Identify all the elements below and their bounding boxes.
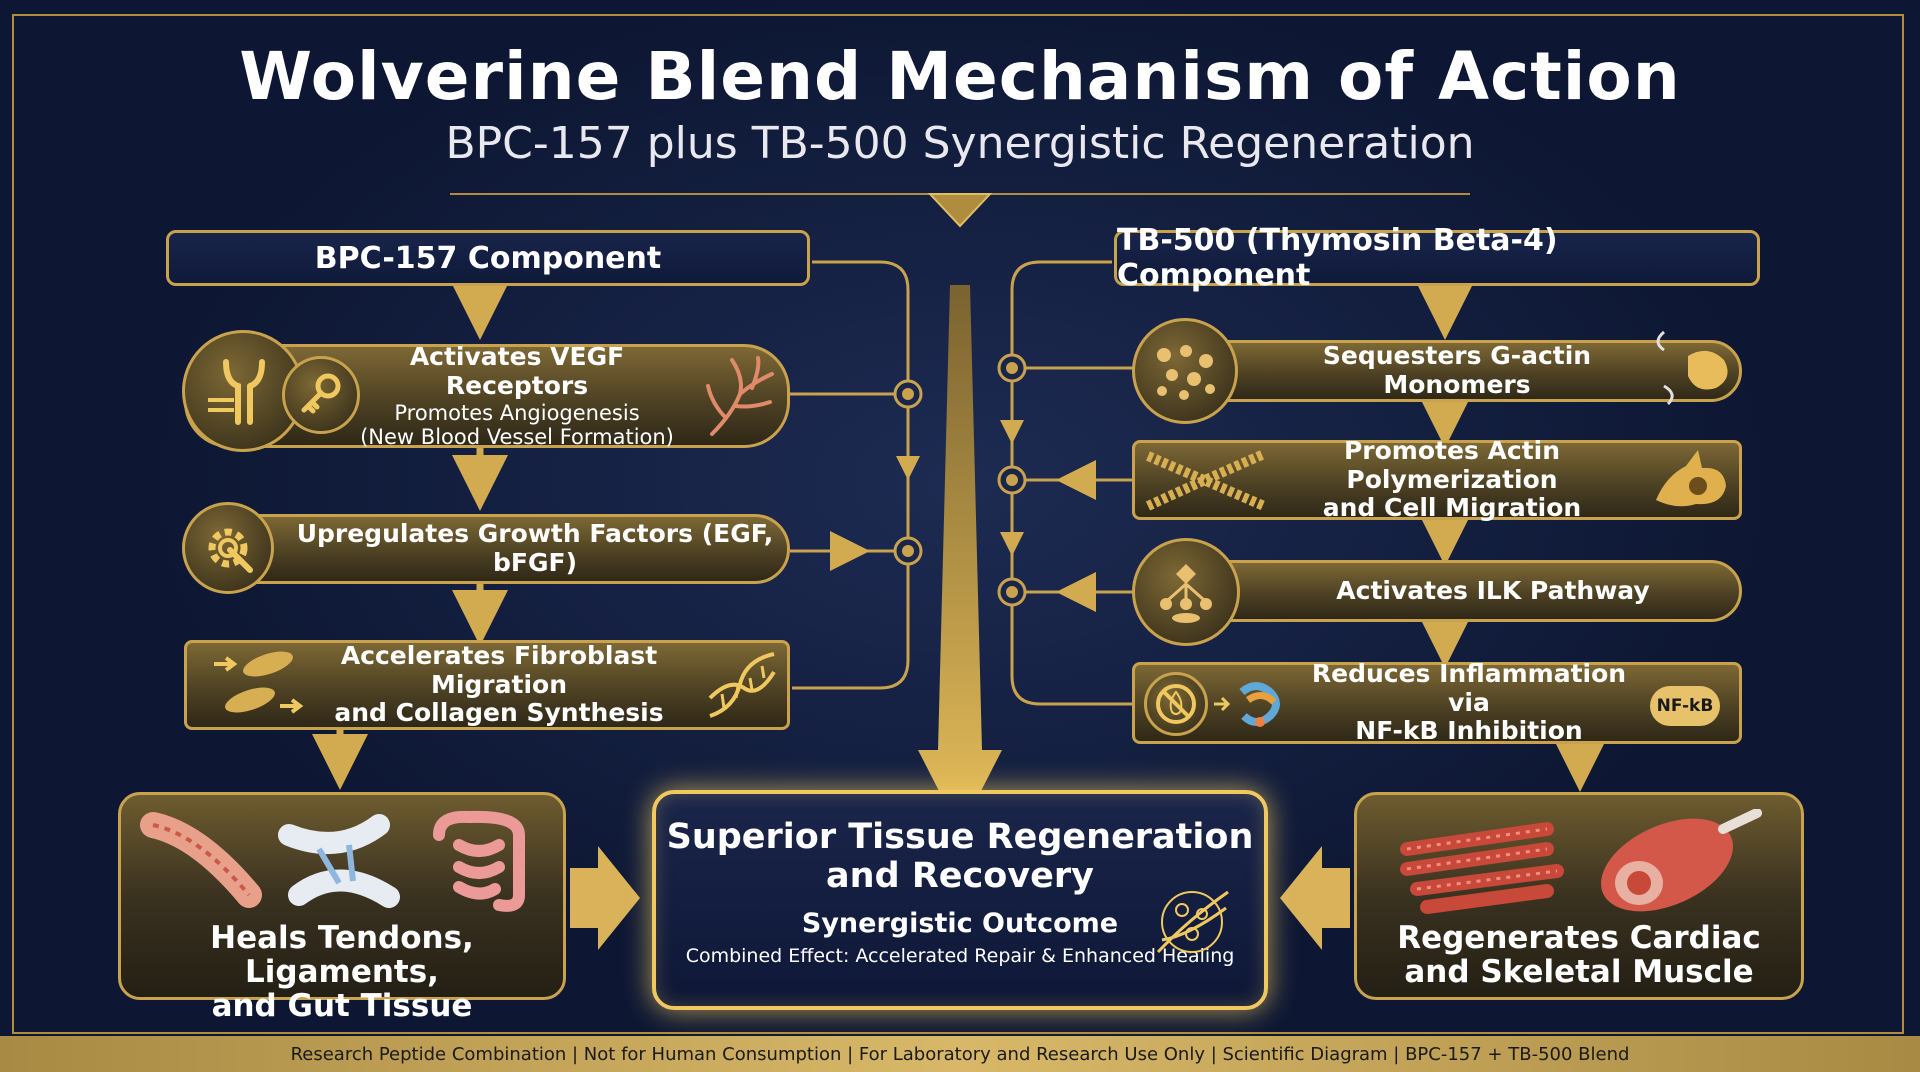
step-title: Reduces Inflammation via xyxy=(1311,658,1627,717)
center-subtitle: Synergistic Outcome xyxy=(801,908,1119,940)
step-reduces-inflammation: Reduces Inflammation via NF-kB Inhibitio… xyxy=(1132,658,1742,746)
right-into-center-arrow xyxy=(1280,846,1350,950)
nf-kb-badge: NF-kB xyxy=(1650,686,1720,726)
key-icon xyxy=(301,373,341,414)
pathway-icon xyxy=(1160,564,1212,623)
step-sequesters-g-actin: Sequesters G-actin Monomers xyxy=(1150,340,1742,402)
outcome-line2: and Gut Tissue xyxy=(211,988,473,1025)
dna-helix-icon xyxy=(708,652,776,718)
central-down-arrow xyxy=(918,285,1002,832)
gear-icon-circle xyxy=(182,502,274,594)
outcome-line1: Regenerates Cardiac xyxy=(1397,920,1761,956)
step-line2: NF-kB Inhibition xyxy=(1355,716,1583,746)
muscle-icon xyxy=(1601,809,1762,912)
step-title: Activates VEGF Receptors xyxy=(409,342,625,400)
tendon-icon xyxy=(140,812,262,908)
center-detail: Combined Effect: Accelerated Repair & En… xyxy=(685,945,1235,968)
key-icon-circle xyxy=(282,356,360,434)
step-title: Upregulates Growth Factors (EGF, bFGF) xyxy=(296,519,774,577)
gear-wrench-icon xyxy=(208,528,253,573)
cell-binding-icon xyxy=(1656,330,1728,406)
step-title: Sequesters G-actin Monomers xyxy=(1322,341,1592,399)
receptor-key-icon xyxy=(208,359,265,425)
actin-icon-circle xyxy=(1132,318,1238,424)
center-title-line1: Superior Tissue Regeneration xyxy=(666,817,1254,857)
step-title: Promotes Actin Polymerization xyxy=(1343,435,1561,494)
fibroblast-icon xyxy=(214,651,304,714)
outcome-regenerates-muscle: Regenerates Cardiac and Skeletal Muscle xyxy=(1354,792,1804,1000)
synergistic-outcome-box: Superior Tissue Regeneration and Recover… xyxy=(652,790,1268,1010)
pathway-icon-circle xyxy=(1132,538,1240,646)
left-into-center-arrow xyxy=(570,846,640,950)
ligament-icon xyxy=(278,814,400,908)
page-subtitle: BPC-157 plus TB-500 Synergistic Regenera… xyxy=(445,118,1475,169)
bpc157-header: BPC-157 Component xyxy=(166,230,810,286)
step-line2: Promotes Angiogenesis xyxy=(394,400,640,425)
intestine-icon xyxy=(433,810,525,912)
tb500-header: TB-500 (Thymosin Beta-4) Component xyxy=(1114,223,1760,293)
step-upregulates-growth-factors: Upregulates Growth Factors (EGF, bFGF) xyxy=(184,514,790,584)
cell-icon xyxy=(1656,450,1726,507)
cell-network-icon xyxy=(1156,890,1229,954)
actin-filament-icon xyxy=(1145,449,1266,511)
right-junction-nodes xyxy=(997,353,1027,607)
muscle-fiber-icon xyxy=(1400,822,1564,914)
left-junction-nodes xyxy=(893,379,923,566)
actin-monomers-icon xyxy=(1157,345,1215,400)
title-divider-chevron xyxy=(927,193,993,228)
center-title-line2: and Recovery xyxy=(826,856,1094,897)
step-title: Activates ILK Pathway xyxy=(1336,575,1650,605)
blood-vessel-icon xyxy=(706,356,774,436)
step-line3: (New Blood Vessel Formation) xyxy=(360,424,674,449)
step-activates-ilk: Activates ILK Pathway xyxy=(1150,560,1742,622)
protein-icon xyxy=(1214,682,1280,727)
step-title: Accelerates Fibroblast Migration xyxy=(340,640,658,699)
step-line2: and Collagen Synthesis xyxy=(334,698,664,728)
no-inflammation-icon xyxy=(1156,684,1196,724)
step-line2: and Cell Migration xyxy=(1322,493,1582,523)
outcome-heals-tendons: Heals Tendons, Ligaments, and Gut Tissue xyxy=(118,792,566,1023)
page-title: Wolverine Blend Mechanism of Action xyxy=(239,38,1681,115)
no-inflammation-circle xyxy=(1144,672,1208,736)
outcome-line2: and Skeletal Muscle xyxy=(1404,954,1754,991)
outcome-line1: Heals Tendons, Ligaments, xyxy=(210,920,474,991)
footer-disclaimer: Research Peptide Combination | Not for H… xyxy=(0,1036,1920,1072)
step-actin-polymerization: Promotes Actin Polymerization and Cell M… xyxy=(1132,435,1742,523)
